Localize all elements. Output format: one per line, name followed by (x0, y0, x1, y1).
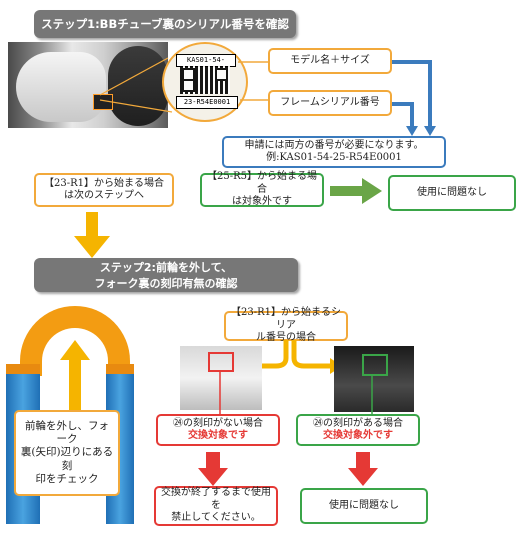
chainring-shape (108, 46, 168, 126)
no-stamp-line1: ㉔の刻印がない場合 (173, 417, 263, 429)
has-stamp-box: ㉔の刻印がある場合 交換対象外です (296, 414, 420, 446)
stop-use-line2: 禁止してください。 (171, 512, 261, 524)
model-size-label: モデル名＋サイズ (290, 54, 370, 66)
instruction-box: 前輪を外し、フォーク 裏(矢印)辺りにある刻 印をチェック (14, 410, 120, 496)
step2-banner: ステップ2:前輪を外して、 フォーク裏の刻印有無の確認 (34, 258, 298, 292)
no-stamp-box: ㉔の刻印がない場合 交換対象です (156, 414, 280, 446)
has-stamp-line1: ㉔の刻印がある場合 (313, 417, 403, 429)
model-size-label-box: モデル名＋サイズ (268, 48, 392, 74)
instruction-line2: 裏(矢印)辺りにある刻 (20, 446, 114, 472)
has-stamp-photo (334, 346, 414, 412)
orange-arrow-down-icon (74, 212, 110, 258)
r5-case-line1: 【25-R5】から始まる場合 (207, 171, 317, 195)
fork-band-left (6, 364, 40, 374)
r1-case-box: 【23-R1】から始まる場合 は次のステップへ (34, 173, 174, 207)
has-stamp-pointer (371, 374, 373, 416)
bb-tube-photo (8, 42, 168, 128)
has-stamp-highlight (362, 354, 388, 376)
r1-case-line1: 【23-R1】から始まる場合 (44, 177, 164, 189)
step2-banner-line2: フォーク裏の刻印有無の確認 (94, 276, 238, 290)
step1-no-problem-label: 使用に問題なし (417, 186, 487, 198)
no-stamp-pointer (219, 370, 221, 416)
no-stamp-highlight (208, 352, 234, 372)
stop-use-box: 交換が終了するまで使用を 禁止してください。 (154, 486, 278, 526)
requirement-box: 申請には両方の番号が必要になります。 例:KAS01-54-25-R54E000… (222, 136, 446, 168)
instruction-line3: 印をチェック (35, 472, 99, 485)
step1-no-problem-box: 使用に問題なし (388, 175, 516, 211)
serial-sticker (93, 94, 113, 110)
no-stamp-photo (180, 346, 262, 410)
requirement-example: 例:KAS01-54-25-R54E0001 (266, 152, 402, 163)
frame-serial-label-box: フレームシリアル番号 (268, 90, 392, 116)
red-arrow-down-right-icon (348, 452, 378, 486)
requirement-line1: 申請には両方の番号が必要になります。 (244, 139, 424, 151)
step2-no-problem-label: 使用に問題なし (329, 499, 399, 511)
r5-case-line2: は対象外です (232, 196, 292, 208)
instruction-line1: 前輪を外し、フォーク (25, 420, 109, 446)
r1-case-line2: は次のステップへ (64, 190, 144, 201)
step2-banner-line1: ステップ2:前輪を外して、 (99, 260, 233, 274)
stop-use-line1: 交換が終了するまで使用を (161, 487, 271, 511)
red-arrow-down-left-icon (198, 452, 228, 486)
step2-no-problem-box: 使用に問題なし (300, 488, 428, 524)
qr-serial-text: 23-R54E0001 (176, 96, 238, 109)
qr-code-icon (180, 66, 230, 94)
green-arrow-right-icon (330, 178, 382, 204)
r5-case-box: 【25-R5】から始まる場合 は対象外です (200, 171, 324, 208)
frame-serial-label: フレームシリアル番号 (280, 96, 380, 108)
bb-tube-shell (16, 52, 106, 122)
r1-serial-line2: ル番号の場合 (256, 332, 316, 344)
r1-serial-line1: 【23-R1】から始まるシリア (231, 307, 341, 331)
has-stamp-line2: 交換対象外です (323, 430, 393, 441)
no-stamp-line2: 交換対象です (188, 430, 248, 441)
fork-arrow-up-icon (60, 340, 90, 410)
fork-band-right (106, 364, 134, 374)
step1-banner: ステップ1:BBチューブ裏のシリアル番号を確認 (34, 10, 296, 38)
r1-serial-box: 【23-R1】から始まるシリア ル番号の場合 (224, 307, 348, 343)
